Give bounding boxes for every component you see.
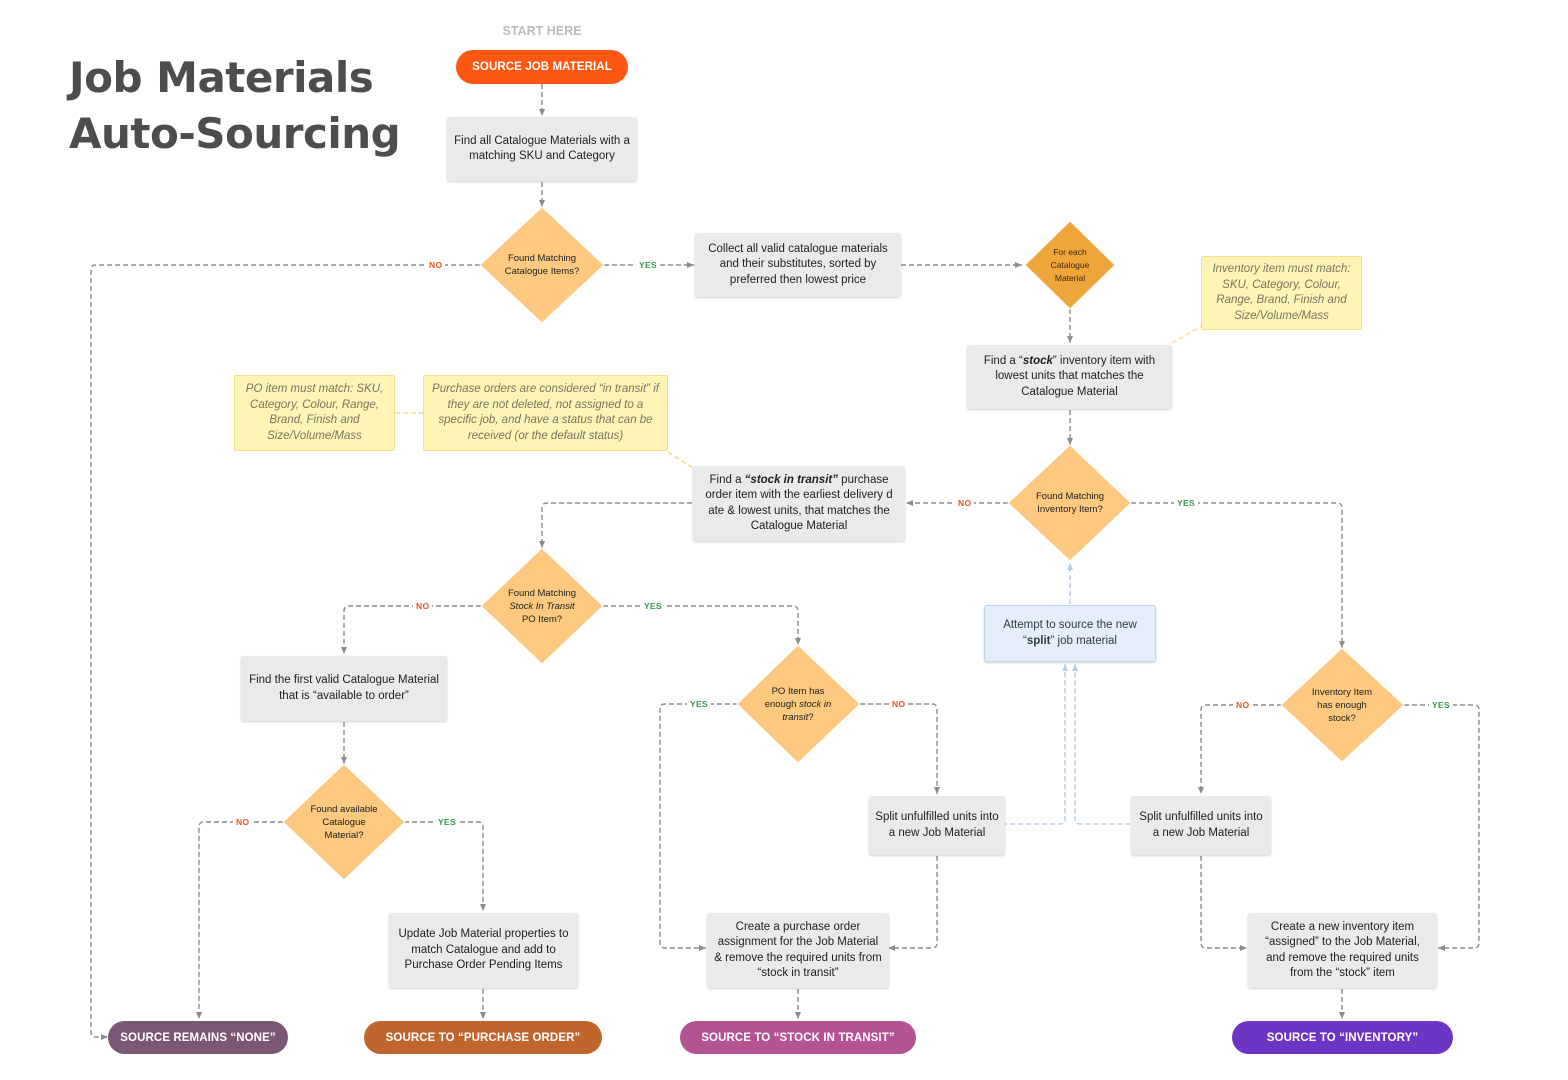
decision-for-each — [1024, 220, 1116, 310]
step-find-catalogue[interactable]: Find all Catalogue Materials with a matc… — [447, 117, 637, 181]
edge-available-no — [196, 821, 283, 1019]
edge-split-inv-to-attempt — [1072, 664, 1130, 825]
split-emphasis: split — [1026, 634, 1051, 647]
step-split-transit[interactable]: Split unfulfilled units into a new Job M… — [869, 796, 1005, 855]
decision-for-each-label: For each Catalogue Material — [1050, 246, 1090, 283]
edge-split-transit-to-attempt — [1002, 664, 1068, 825]
note-inventory-match: Inventory item must match: SKU, Category… — [1201, 256, 1362, 330]
edge-transit-no — [341, 605, 481, 654]
label-transit-no: NO — [413, 601, 433, 612]
decision-found-catalogue-label: Found Matching Catalogue Items? — [504, 253, 580, 277]
label-catalogue-no: NO — [426, 260, 446, 271]
decision-po-enough — [736, 644, 861, 764]
stock-emphasis: stock — [1022, 354, 1053, 367]
decision-found-inventory — [1007, 444, 1132, 562]
terminal-purchase-order[interactable]: SOURCE TO “PURCHASE ORDER” — [364, 1021, 602, 1054]
edge-transit-to-decision — [539, 502, 692, 548]
terminal-inventory[interactable]: SOURCE TO “INVENTORY” — [1232, 1021, 1453, 1054]
decision-found-inventory-label: Found Matching Inventory Item? — [1035, 491, 1105, 515]
decision-found-available-label: Found available Catalogue Material? — [310, 803, 378, 841]
label-inv-enough-no: NO — [1233, 700, 1253, 711]
terminal-none[interactable]: SOURCE REMAINS “NONE” — [108, 1021, 288, 1054]
decision-inv-enough-label: Inventory Item has enough stock? — [1311, 686, 1373, 724]
note-po-match: PO item must match: SKU, Category, Colou… — [234, 375, 395, 451]
step-create-po-assignment[interactable]: Create a purchase order assignment for t… — [707, 913, 889, 988]
stock-in-transit-emphasis: “stock in transit” — [744, 473, 838, 486]
label-inv-enough-yes: YES — [1429, 700, 1453, 711]
label-po-enough-no: NO — [889, 699, 909, 710]
label-inventory-no: NO — [955, 498, 975, 509]
edge-inventory-yes — [1131, 502, 1345, 648]
terminal-stock-in-transit[interactable]: SOURCE TO “STOCK IN TRANSIT” — [680, 1021, 916, 1054]
decision-found-available — [282, 763, 406, 881]
step-attempt-split[interactable]: Attempt to source the new “split” job ma… — [984, 605, 1156, 662]
title-line-1: Job Materials — [69, 53, 374, 102]
note-in-transit-definition: Purchase orders are considered “in trans… — [423, 375, 668, 451]
step-attempt-split-text: Attempt to source the new “split” job ma… — [1003, 619, 1137, 647]
step-collect-valid[interactable]: Collect all valid catalogue materials an… — [695, 233, 901, 297]
label-catalogue-yes: YES — [636, 260, 660, 271]
start-here-hint: START HERE — [502, 24, 582, 38]
edge-split-transit-to-create — [888, 856, 938, 951]
label-inventory-yes: YES — [1174, 498, 1198, 509]
step-find-stock-text: Find a “stock” inventory item with lowes… — [983, 354, 1156, 398]
decision-po-enough-label: PO Item has enough stock in transit? — [764, 685, 832, 723]
note-connector-inventory — [1171, 323, 1206, 344]
step-find-stock[interactable]: Find a “stock” inventory item with lowes… — [967, 345, 1172, 409]
edge-transit-yes — [603, 605, 801, 645]
title-line-2: Auto-Sourcing — [69, 109, 401, 158]
edge-inv-enough-no — [1198, 704, 1282, 794]
edge-po-enough-yes — [659, 703, 738, 951]
label-transit-yes: YES — [641, 601, 665, 612]
step-find-transit-text: Find a “stock in transit” purchase order… — [705, 473, 893, 533]
edge-split-inv-to-create — [1200, 856, 1247, 951]
edge-inv-enough-yes — [1404, 704, 1480, 951]
note-connector-transit — [667, 451, 694, 469]
edge-available-yes — [404, 821, 486, 911]
label-po-enough-yes: YES — [687, 699, 711, 710]
step-find-first-valid[interactable]: Find the first valid Catalogue Material … — [241, 656, 447, 721]
edge-catalogue-no — [90, 264, 480, 1040]
step-create-inventory[interactable]: Create a new inventory item “assigned” t… — [1248, 913, 1437, 988]
step-update-po[interactable]: Update Job Material properties to match … — [389, 913, 578, 988]
label-available-no: NO — [233, 817, 253, 828]
edge-po-enough-no — [860, 703, 940, 794]
terminal-start[interactable]: SOURCE JOB MATERIAL — [456, 50, 628, 84]
decision-found-catalogue — [479, 206, 605, 324]
step-find-transit[interactable]: Find a “stock in transit” purchase order… — [693, 466, 905, 541]
page-title: Job Materials Auto-Sourcing — [69, 50, 401, 162]
decision-found-transit — [480, 547, 604, 665]
decision-inv-enough — [1280, 647, 1405, 763]
label-available-yes: YES — [435, 817, 459, 828]
step-split-inventory[interactable]: Split unfulfilled units into a new Job M… — [1131, 796, 1271, 855]
